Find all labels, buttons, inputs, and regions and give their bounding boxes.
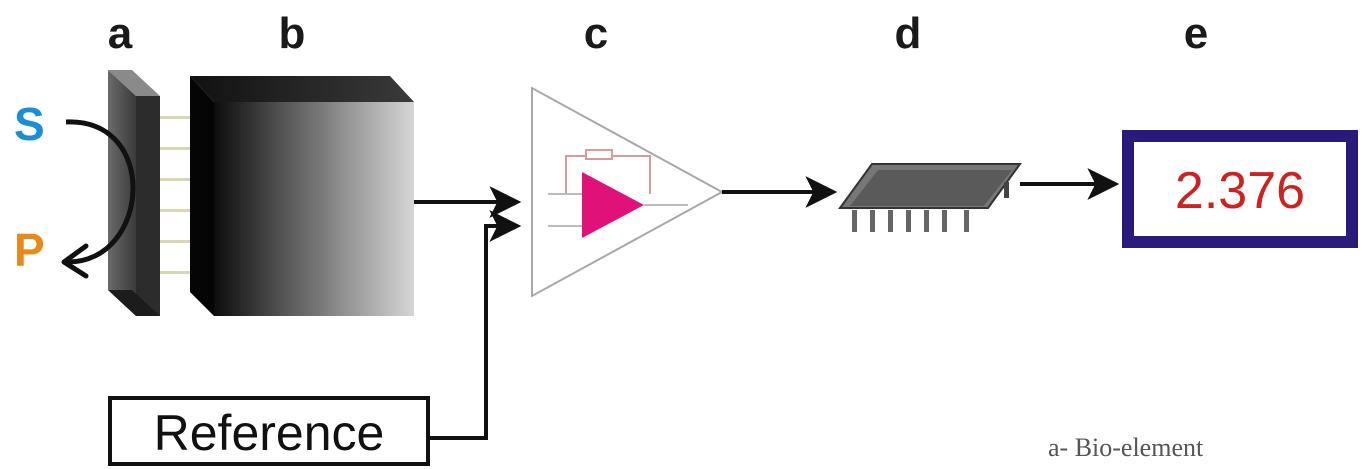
stage-label-a: a [108,9,133,58]
reference-box [108,396,430,466]
amplifier-triangle-icon [531,86,725,298]
reaction-arrow-head [61,243,89,279]
stage-label-e: e [1184,9,1208,58]
bio-element-plate-icon [108,70,160,316]
stage-label-c: c [584,9,608,58]
receptor-pegs [160,116,190,274]
substrate-label: S [14,98,45,150]
display-readout: 2.376 [1175,162,1305,220]
microchip-icon [838,163,1022,232]
caption-bio-element: a- Bio-element [1048,433,1204,462]
stage-label-d: d [895,9,922,58]
stage-label-b: b [279,9,306,58]
product-label: P [14,224,45,276]
digital-display-icon [1122,130,1358,248]
reference-wire [428,210,522,440]
transducer-block-icon [190,76,414,316]
reaction-arrow [65,119,136,265]
reference-label: Reference [154,405,385,461]
